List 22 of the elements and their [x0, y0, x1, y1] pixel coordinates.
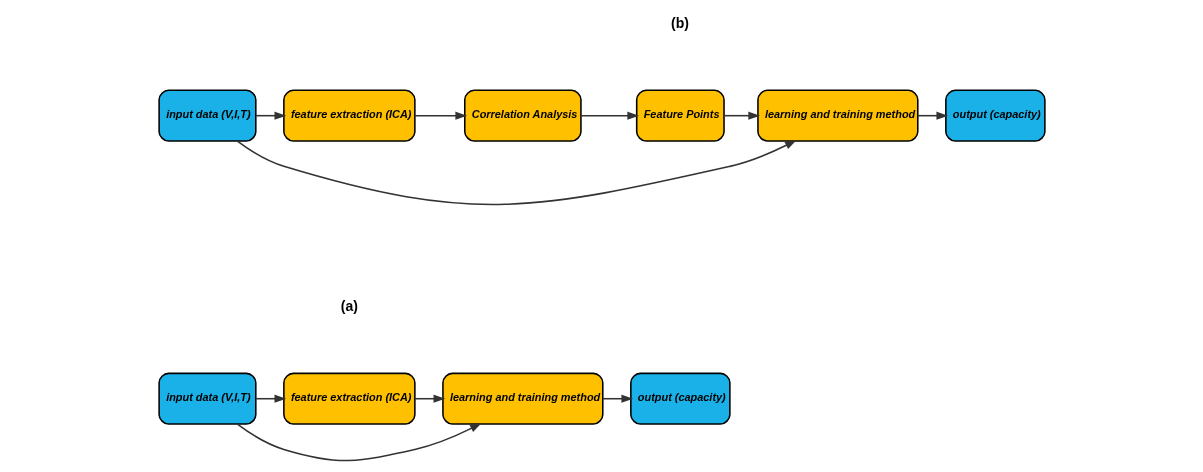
- arrow: [601, 394, 633, 403]
- node-box: output (capacity): [944, 89, 1046, 142]
- arrow: [254, 394, 286, 403]
- node-box: feature extraction (ICA): [282, 89, 416, 142]
- node-box: input data (V,I,T): [157, 89, 257, 142]
- node-box: learning and training method: [756, 89, 919, 142]
- label: (a): [340, 297, 358, 314]
- label: (b): [670, 14, 689, 31]
- arrow: [236, 423, 482, 462]
- arrow: [413, 111, 467, 120]
- arrow: [236, 140, 797, 206]
- node-box: Correlation Analysis: [463, 89, 582, 142]
- node-box: Feature Points: [635, 89, 725, 142]
- arrow: [579, 111, 639, 120]
- arrow: [413, 394, 445, 403]
- arrow: [722, 111, 760, 120]
- node-box: input data (V,I,T): [157, 372, 257, 425]
- arrow: [916, 111, 948, 120]
- node-box: output (capacity): [629, 372, 731, 425]
- node-box: feature extraction (ICA): [282, 372, 416, 425]
- arrow: [254, 111, 286, 120]
- node-box: learning and training method: [441, 372, 604, 425]
